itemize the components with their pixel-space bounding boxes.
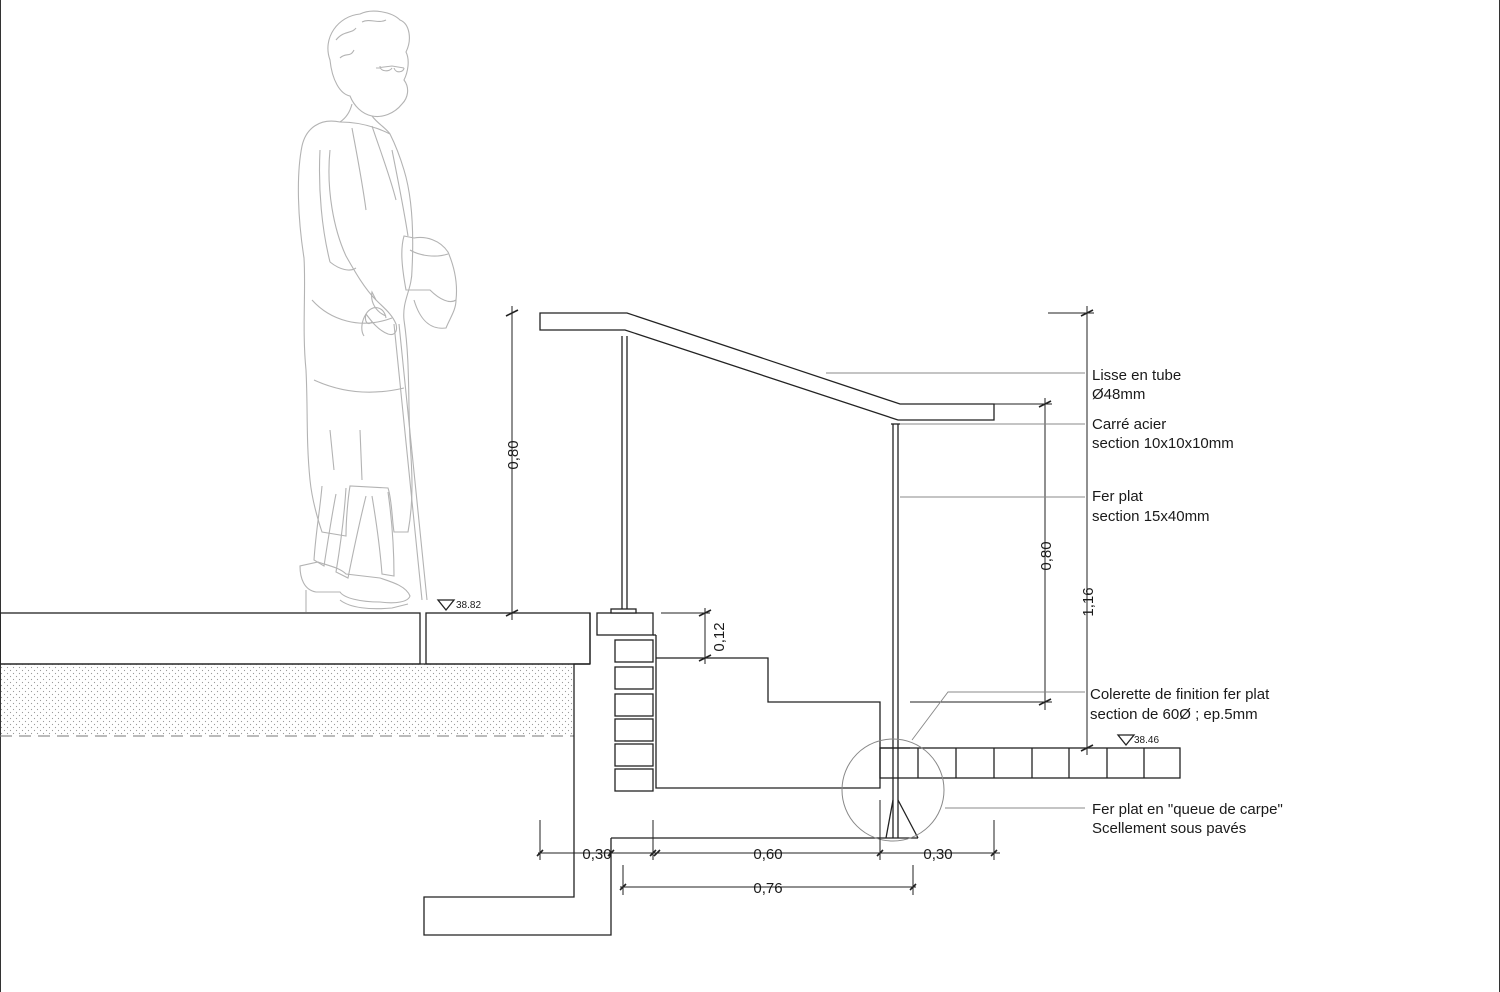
retaining-wall-foundation (423, 663, 918, 936)
brick-column (596, 612, 654, 792)
label-colerette-line2: section de 60Ø ; ep.5mm (1090, 706, 1258, 723)
dim-text-0-60: 0,60 (753, 846, 782, 863)
level-value-lower: 38.46 (1134, 735, 1159, 746)
dimension-bottom-row: 0,30 0,60 0,30 (536, 800, 1000, 863)
label-fer-plat: Fer plat section 15x40mm (1092, 488, 1210, 525)
annotation-leaders (826, 372, 1085, 809)
dim-text-0-80-left: 0,80 (505, 440, 522, 469)
label-queue-line1: Fer plat en "queue de carpe" (1092, 801, 1283, 818)
label-carre-line1: Carré acier (1092, 416, 1166, 433)
dimension-total-height-right: 1,16 (1048, 306, 1097, 755)
label-queue-de-carpe: Fer plat en "queue de carpe" Scellement … (1092, 801, 1283, 837)
dim-text-0-76: 0,76 (753, 880, 782, 897)
dim-text-1-16: 1,16 (1080, 587, 1097, 616)
dimension-handrail-height-right: 0,80 (910, 398, 1055, 710)
label-colerette-line1: Colerette de finition fer plat (1090, 686, 1270, 703)
level-marker-lower: 38.46 (1116, 734, 1159, 747)
label-queue-line2: Scellement sous pavés (1092, 820, 1246, 837)
elderly-person-figure (297, 10, 458, 612)
label-colerette: Colerette de finition fer plat section d… (1090, 686, 1270, 723)
level-marker-upper: 38.82 (436, 599, 481, 612)
dim-text-0-12: 0,12 (711, 622, 728, 651)
dimension-overall-width: 0,76 (619, 865, 917, 897)
dim-text-0-80-right: 0,80 (1038, 541, 1055, 570)
label-carre-line2: section 10x10x10mm (1092, 435, 1234, 452)
label-lisse: Lisse en tube Ø48mm (1092, 367, 1181, 403)
upper-ground-slab (0, 612, 591, 737)
lower-pavers (879, 747, 1181, 779)
label-ferplat-line1: Fer plat (1092, 488, 1144, 505)
label-carre-acier: Carré acier section 10x10x10mm (1092, 416, 1234, 452)
handrail (539, 312, 995, 842)
label-lisse-line2: Ø48mm (1092, 386, 1145, 403)
dimension-handrail-height-left: 0,80 (505, 306, 522, 620)
dimension-step-height: 0,12 (661, 608, 728, 664)
dim-text-0-30-left: 0,30 (582, 846, 611, 863)
dim-text-0-30-right: 0,30 (923, 846, 952, 863)
level-value-upper: 38.82 (456, 600, 481, 611)
label-ferplat-line2: section 15x40mm (1092, 508, 1210, 525)
label-lisse-line1: Lisse en tube (1092, 367, 1181, 384)
